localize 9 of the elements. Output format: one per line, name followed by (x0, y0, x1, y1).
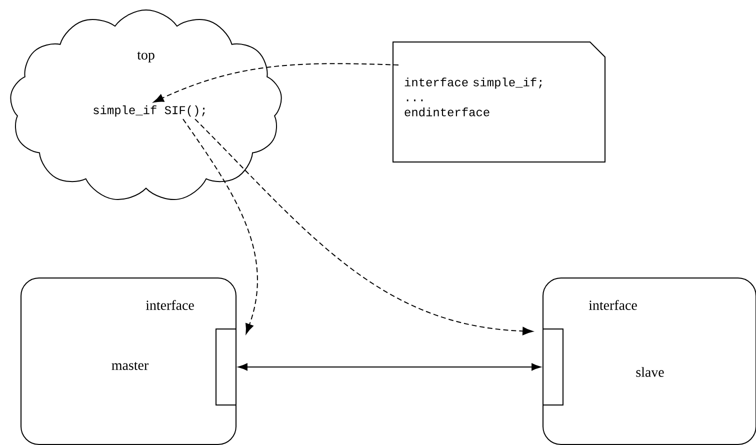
arrow (238, 363, 541, 371)
arrow (153, 63, 399, 103)
port: interface (542, 300, 637, 406)
code-text: simple_if SIF(); (94, 105, 205, 117)
node-label: interface (146, 300, 194, 310)
arrow (194, 118, 533, 336)
arrow (182, 118, 258, 334)
node-label: interface (588, 300, 637, 310)
note-box: interface simple_if; ... endinterface (392, 42, 606, 162)
